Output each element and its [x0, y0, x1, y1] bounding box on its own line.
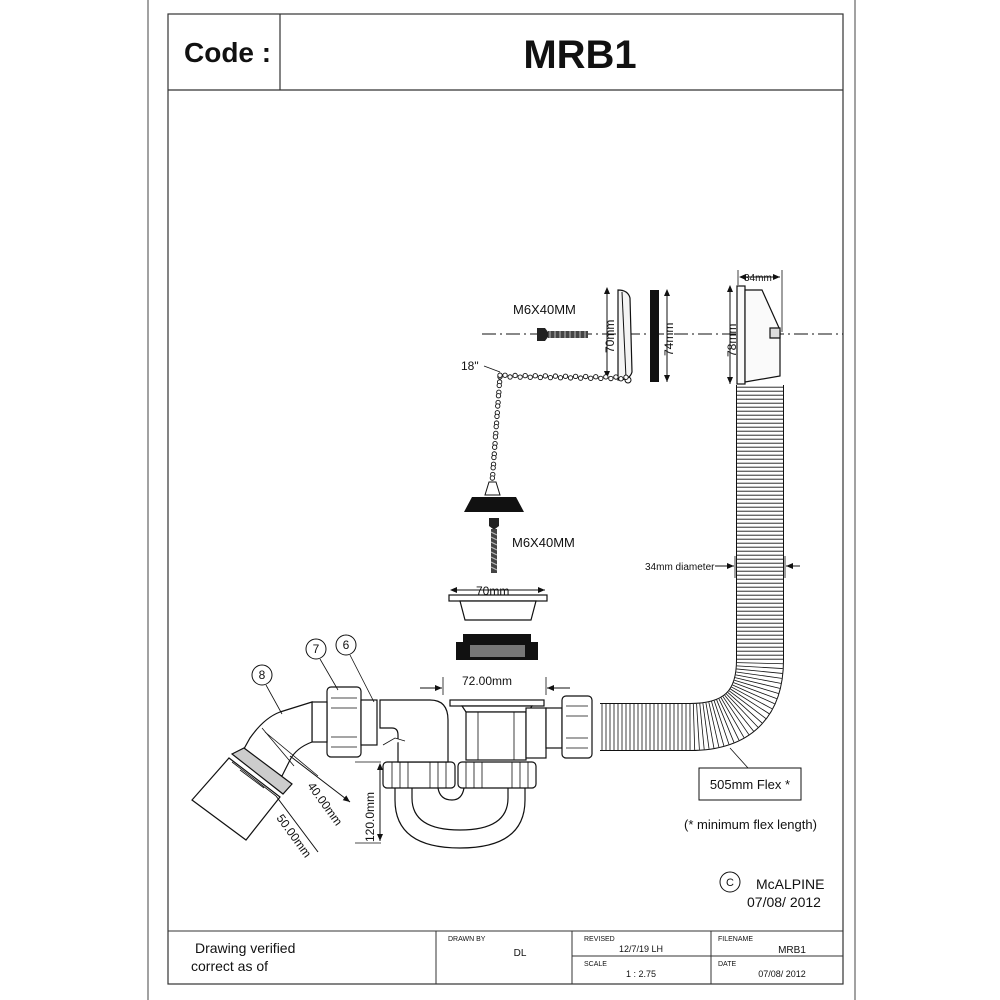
svg-text:7: 7 — [313, 642, 320, 656]
copyright-mark: C — [719, 871, 741, 893]
flex-diameter-label: 34mm diameter — [645, 562, 715, 573]
footer-block — [168, 930, 843, 984]
plug — [464, 481, 524, 512]
waste-width-label: 72.00mm — [462, 674, 512, 688]
revised-label: REVISED — [584, 936, 615, 943]
overflow-body — [736, 285, 781, 385]
outlet-50-label: 50.00mm — [274, 812, 315, 861]
scale-label: SCALE — [584, 961, 607, 968]
chain-length-label: 18" — [461, 359, 479, 373]
verified-line2: correct as of — [191, 958, 268, 974]
filename-label: FILENAME — [718, 936, 753, 943]
bent-outlet — [191, 701, 313, 841]
trap-height-label: 120.0mm — [363, 792, 377, 842]
copyright-company: McALPINE — [756, 876, 824, 892]
flex-length-box — [698, 767, 802, 801]
ball-chain — [489, 372, 629, 488]
screw-top-label: M6X40MM — [513, 302, 576, 317]
svg-text:C: C — [726, 877, 734, 889]
flex-nut — [545, 695, 593, 759]
callout-7: 7 — [305, 638, 339, 691]
bath-trap — [379, 699, 547, 849]
overflow-gasket — [650, 290, 659, 382]
screw-mid — [489, 518, 499, 573]
outlet-40-label: 40.00mm — [305, 780, 346, 829]
callout-6: 6 — [335, 634, 375, 703]
date-value: 07/08/ 2012 — [758, 969, 806, 979]
overflow-faceplate — [617, 289, 633, 384]
overflow-78-label: 78mm — [725, 324, 739, 357]
outlet-nut — [311, 686, 378, 758]
screw-mid-label: M6X40MM — [512, 535, 575, 550]
svg-text:8: 8 — [259, 668, 266, 682]
overflow-depth-label: 34mm — [744, 273, 772, 284]
copyright-date: 07/08/ 2012 — [747, 894, 821, 910]
grid-plate — [448, 594, 548, 621]
drawn-by-label: DRAWN BY — [448, 936, 486, 943]
overflow-74-label: 74mm — [662, 323, 676, 356]
flex-hose — [600, 385, 784, 751]
callout-8: 8 — [251, 664, 283, 715]
grid-washer — [456, 634, 538, 660]
revised-value: 12/7/19 LH — [619, 944, 663, 954]
flex-note: (* minimum flex length) — [684, 817, 817, 832]
drawn-by-value: DL — [514, 948, 527, 959]
title-block: Code : MRB1 — [168, 14, 843, 91]
verified-line1: Drawing verified — [195, 940, 295, 956]
filename-value: MRB1 — [778, 945, 806, 956]
scale-value: 1 : 2.75 — [626, 969, 656, 979]
date-label: DATE — [718, 961, 736, 968]
sheet-border — [147, 0, 856, 1000]
svg-text:6: 6 — [343, 638, 350, 652]
code-label: Code : — [184, 37, 271, 68]
screw-top — [537, 328, 588, 341]
overflow-70-label: 70mm — [603, 320, 617, 353]
code-value: MRB1 — [523, 33, 636, 77]
flex-length-label: 505mm Flex * — [710, 777, 790, 792]
